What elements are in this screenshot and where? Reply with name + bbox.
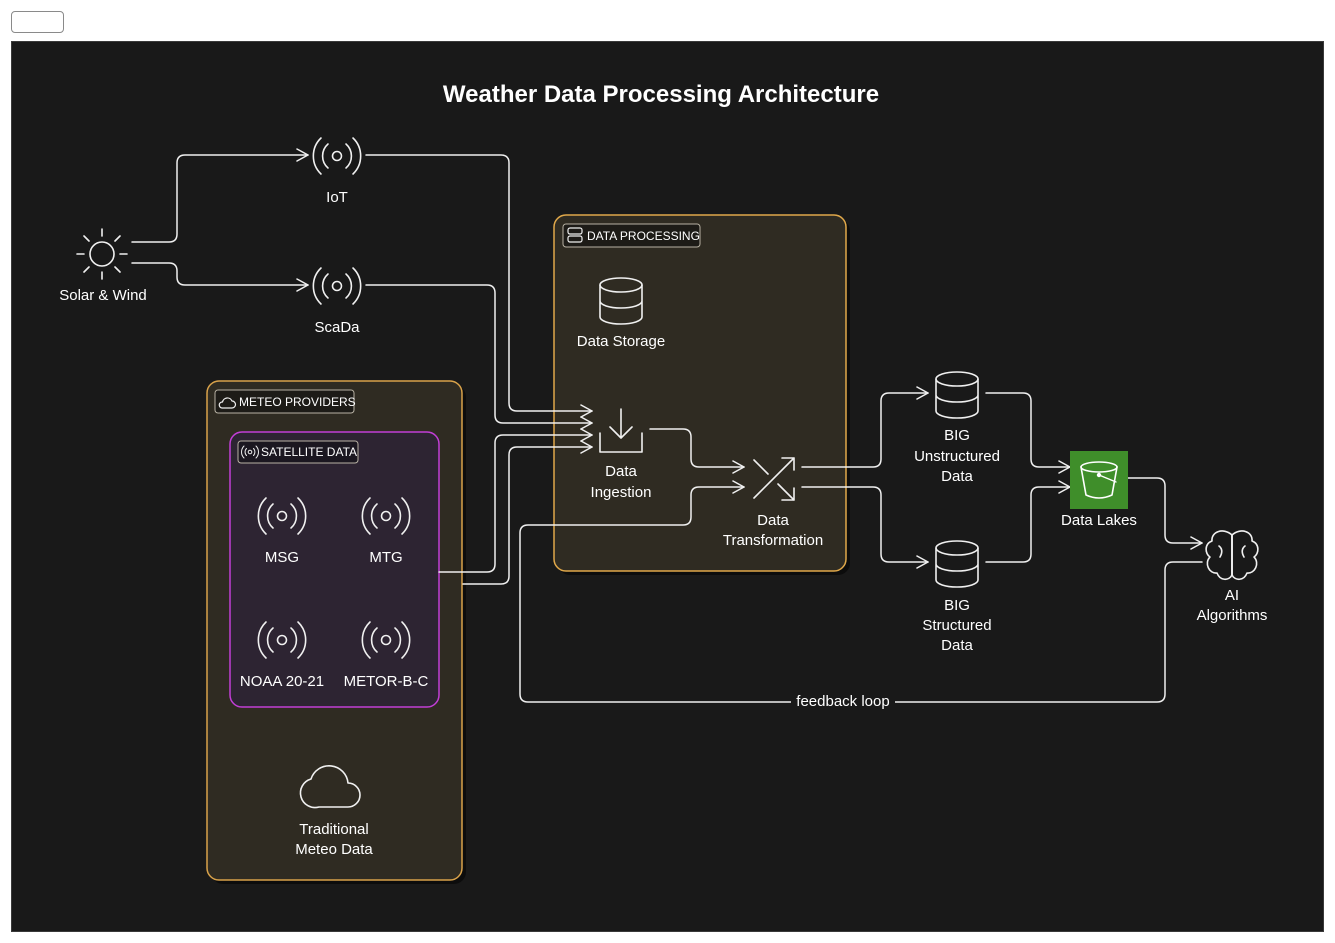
antenna-icon (257, 497, 307, 535)
node-solar-wind[interactable]: Solar & Wind (59, 228, 147, 304)
label-data-ingestion-1: Data (605, 463, 637, 480)
node-big-unstructured-data[interactable]: BIG Unstructured Data (914, 371, 1000, 485)
diagram-title: Weather Data Processing Architecture (443, 81, 879, 108)
node-scada[interactable]: ScaDa (312, 267, 362, 336)
brain-icon (1205, 530, 1259, 581)
toolbar-button[interactable] (11, 11, 64, 33)
cloud-icon (218, 397, 237, 409)
group-label-meteo-providers: METEO PROVIDERS (239, 395, 356, 409)
node-metor[interactable]: METOR-B-C (344, 621, 429, 690)
label-big-structured-2: Structured (922, 617, 991, 634)
antenna-icon (312, 267, 362, 305)
database-icon (599, 277, 643, 325)
antenna-icon (361, 497, 411, 535)
database-icon (935, 371, 979, 419)
label-scada: ScaDa (314, 319, 360, 336)
connections (131, 148, 1203, 703)
label-iot: IoT (326, 189, 348, 206)
group-label-satellite-data: SATELLITE DATA (261, 445, 357, 459)
node-msg[interactable]: MSG (257, 497, 307, 566)
group-data-processing[interactable]: DATA PROCESSING (553, 214, 850, 575)
label-data-storage: Data Storage (577, 333, 665, 350)
label-traditional-1: Traditional (299, 821, 368, 838)
label-big-structured-3: Data (941, 637, 973, 654)
node-data-lakes[interactable]: Data Lakes (1061, 451, 1137, 529)
label-solar-wind: Solar & Wind (59, 287, 147, 304)
label-noaa: NOAA 20-21 (240, 673, 324, 690)
antenna-icon (257, 621, 307, 659)
node-mtg[interactable]: MTG (361, 497, 411, 566)
antenna-icon (361, 621, 411, 659)
group-satellite-data[interactable]: SATELLITE DATA (229, 431, 440, 708)
label-data-ingestion-2: Ingestion (591, 484, 652, 501)
database-icon (935, 540, 979, 588)
node-data-storage[interactable]: Data Storage (577, 277, 665, 350)
label-big-structured-1: BIG (944, 597, 970, 614)
diagram-canvas: Weather Data Processing Architecture DAT… (11, 41, 1324, 932)
label-data-transformation-1: Data (757, 512, 789, 529)
sun-icon (76, 228, 128, 280)
label-big-unstructured-1: BIG (944, 427, 970, 444)
bucket-icon (1080, 461, 1118, 499)
shuffle-icon (753, 457, 795, 501)
label-metor: METOR-B-C (344, 673, 429, 690)
group-label-data-processing: DATA PROCESSING (587, 229, 700, 243)
node-ai-algorithms[interactable]: AI Algorithms (1197, 530, 1268, 624)
label-msg: MSG (265, 549, 299, 566)
feedback-loop-label: feedback loop (796, 693, 889, 710)
server-icon (567, 227, 583, 243)
s3-bucket-tile (1070, 451, 1128, 509)
label-ai-algorithms-2: Algorithms (1197, 607, 1268, 624)
cloud-icon (299, 765, 361, 809)
download-icon (599, 408, 643, 453)
label-data-lakes: Data Lakes (1061, 512, 1137, 529)
label-big-unstructured-3: Data (941, 468, 973, 485)
label-big-unstructured-2: Unstructured (914, 448, 1000, 465)
node-traditional-meteo-data[interactable]: Traditional Meteo Data (295, 765, 373, 858)
diagram-svg: Weather Data Processing Architecture DAT… (59, 81, 1268, 884)
node-big-structured-data[interactable]: BIG Structured Data (922, 540, 992, 654)
feedback-label-bg (791, 691, 895, 711)
node-iot[interactable]: IoT (312, 137, 362, 206)
node-data-ingestion[interactable]: Data Ingestion (591, 408, 652, 501)
label-data-transformation-2: Transformation (723, 532, 823, 549)
node-noaa[interactable]: NOAA 20-21 (240, 621, 324, 690)
label-mtg: MTG (369, 549, 402, 566)
node-data-transformation[interactable]: Data Transformation (723, 457, 823, 549)
antenna-icon (241, 445, 259, 459)
antenna-icon (312, 137, 362, 175)
label-ai-algorithms-1: AI (1225, 587, 1239, 604)
label-traditional-2: Meteo Data (295, 841, 373, 858)
